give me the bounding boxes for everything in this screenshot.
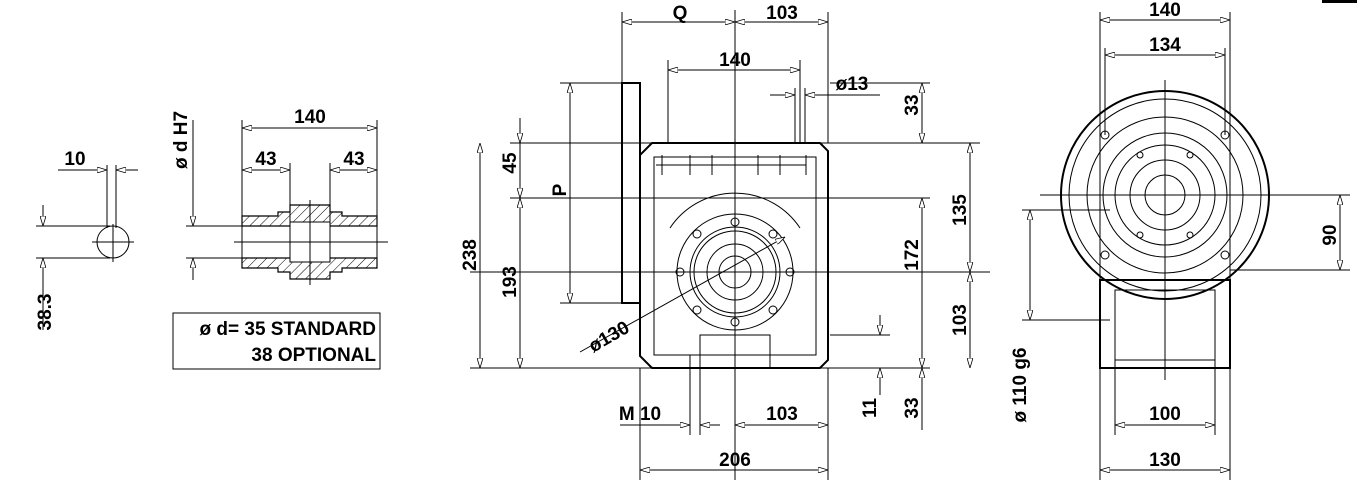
shaft-note-box — [172, 312, 381, 370]
right-172-label: 172 — [902, 239, 923, 271]
lower-193-label: 193 — [500, 266, 521, 298]
upper-45-label: 45 — [500, 152, 521, 174]
foot-outer-130-label: 130 — [1149, 450, 1181, 471]
right-top-33-label: 33 — [902, 94, 923, 115]
bottom-103-label: 103 — [766, 404, 798, 425]
foot-inner-100-label: 100 — [1149, 404, 1181, 425]
hole-dia-label: ø13 — [836, 74, 869, 95]
top-right-103-label: 103 — [766, 3, 798, 24]
foot-holes-140-label: 140 — [719, 50, 751, 71]
p-label: P — [550, 183, 571, 196]
inner-134-label: 134 — [1149, 35, 1181, 56]
shaft-note-line1: ø d= 35 STANDARD — [200, 319, 376, 340]
corner-mark — [1322, 0, 1357, 3]
shaft-left-end-label: 43 — [255, 149, 276, 170]
shaft-right-end-label: 43 — [343, 149, 364, 170]
right-bottom-33-label: 33 — [902, 397, 923, 418]
spigot-dia-label: ø 110 g6 — [1010, 348, 1031, 423]
key-width-label: 10 — [64, 149, 85, 170]
key-view: 10 38.3 — [35, 149, 138, 330]
shaft-bore-label: ø d H7 — [171, 111, 192, 169]
right-103-label: 103 — [950, 304, 971, 336]
thread-m10-label: M 10 — [619, 404, 661, 425]
outer-140-label: 140 — [1149, 0, 1181, 21]
front-view: Q 103 140 ø13 238 45 193 P 33 135 172 10… — [460, 3, 990, 480]
q-label: Q — [673, 3, 688, 24]
base-11-label: 11 — [860, 398, 881, 419]
hollow-shaft-section: 140 43 43 ø d H7 ø d= 35 STANDARD 38 OPT… — [171, 107, 388, 370]
side-view: 140 134 90 ø 110 g6 100 130 — [1010, 0, 1350, 480]
right-135-label: 135 — [950, 194, 971, 226]
center-height-90-label: 90 — [1320, 224, 1341, 245]
flange-dia-label: ø130 — [585, 317, 633, 357]
shaft-length-label: 140 — [294, 107, 326, 128]
total-height-label: 238 — [460, 239, 481, 271]
key-height-label: 38.3 — [35, 294, 56, 331]
total-width-label: 206 — [719, 450, 751, 471]
shaft-note-line2: 38 OPTIONAL — [251, 345, 376, 366]
